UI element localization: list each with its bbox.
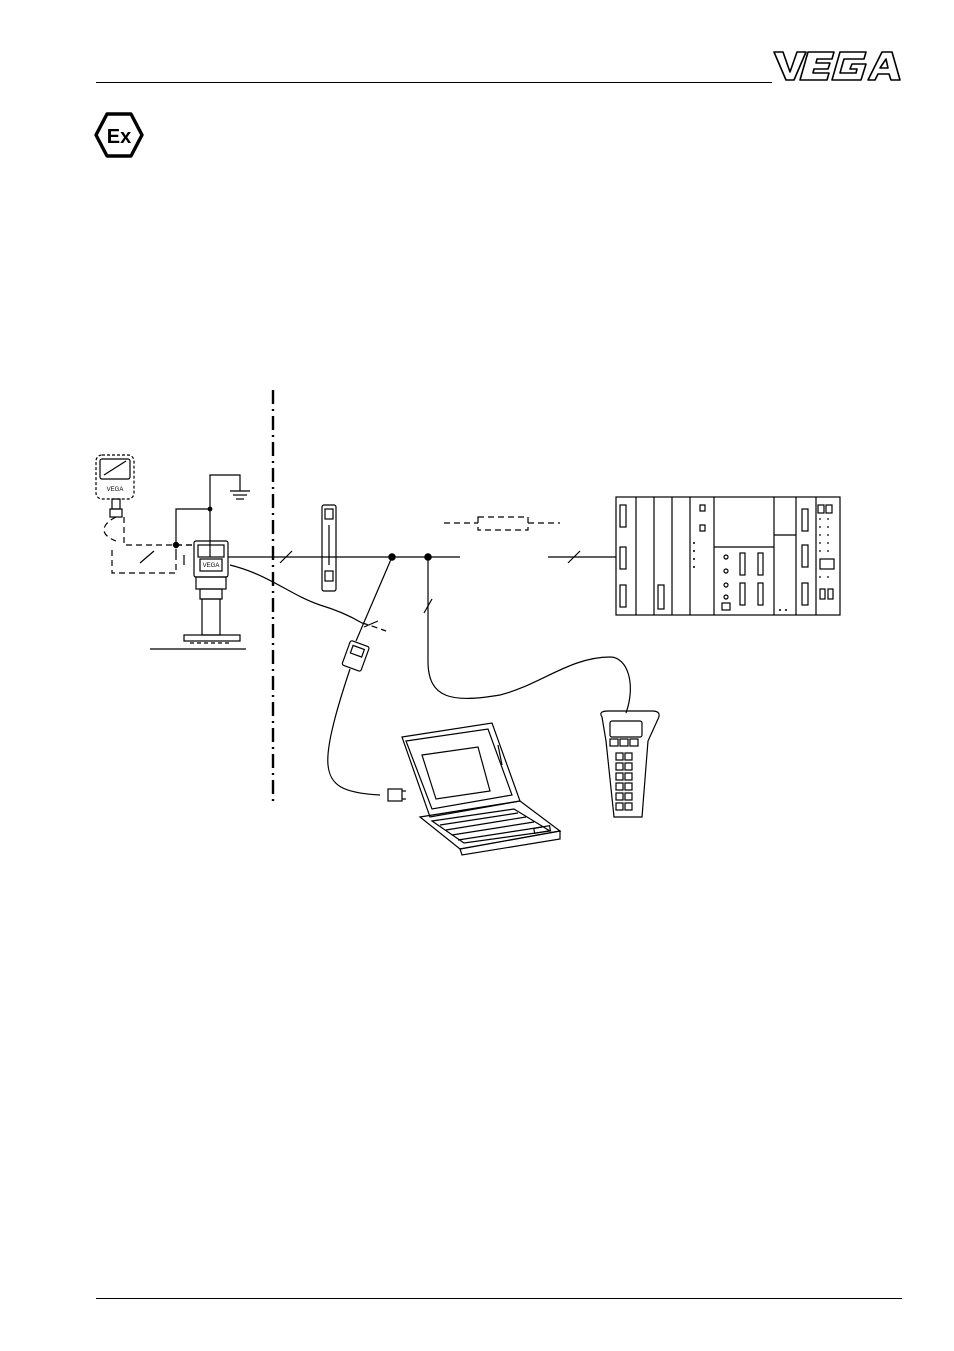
sensor-badge: VEGA xyxy=(203,563,220,569)
remote-display-badge: VEGA xyxy=(107,487,124,493)
ex-mark-label: Ex xyxy=(107,126,131,148)
laptop-cable xyxy=(328,669,380,795)
resistor-symbol xyxy=(444,517,560,530)
header-rule xyxy=(96,82,772,83)
isolating-barrier xyxy=(322,505,336,591)
wiring-diagram: VEGA xyxy=(80,385,880,865)
laptop-computer xyxy=(402,723,560,855)
remote-display-unit: VEGA xyxy=(96,455,134,517)
ex-hazard-mark: Ex xyxy=(94,112,144,158)
vega-logo xyxy=(770,44,902,86)
handheld-communicator xyxy=(601,711,659,817)
footer-rule xyxy=(96,1298,902,1299)
handheld-cable xyxy=(428,557,630,713)
interface-converter xyxy=(342,640,370,671)
plc-rack xyxy=(616,497,840,615)
service-cable xyxy=(230,565,362,623)
